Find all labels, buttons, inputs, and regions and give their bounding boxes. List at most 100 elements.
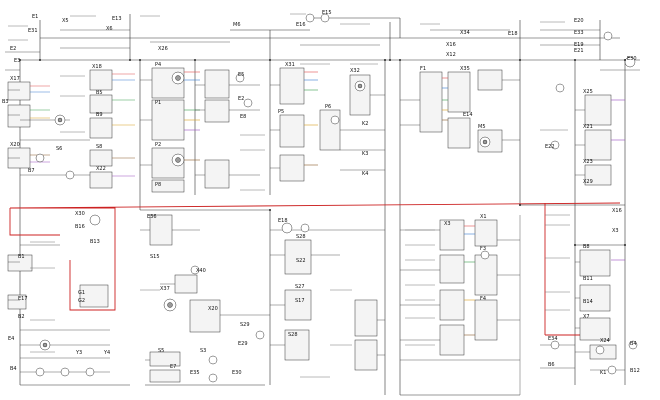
label-e14: E14 <box>463 112 473 118</box>
label-k3: K3 <box>362 151 368 157</box>
label-e22: E22 <box>545 144 555 150</box>
annotation-text <box>8 13 570 378</box>
label-p5: P5 <box>278 109 284 115</box>
labels: E1 E31 E2 E3 X5 X6 E13 X26 M6 E15 E16 X3… <box>2 10 640 376</box>
red-harness <box>9 202 621 336</box>
label-b5: B5 <box>96 90 103 96</box>
label-x18: X18 <box>92 64 102 70</box>
label-e1: E1 <box>32 14 38 20</box>
label-e2b: E2 <box>238 96 244 102</box>
label-b9: B9 <box>96 112 103 118</box>
label-s8: S8 <box>96 144 102 150</box>
label-b1: B1 <box>18 254 25 260</box>
label-e36: E36 <box>147 214 157 220</box>
label-m6: M6 <box>233 22 241 28</box>
label-p6: P6 <box>325 104 331 110</box>
label-x21: X21 <box>583 124 593 130</box>
label-e5: E5 <box>238 72 244 78</box>
label-x23: X23 <box>583 159 593 165</box>
label-x3: X3 <box>612 228 619 234</box>
label-x3b: X3 <box>444 221 451 227</box>
junction-dots <box>19 59 626 246</box>
label-x30: X30 <box>75 211 85 217</box>
wire-stubs <box>30 71 625 336</box>
label-b4: B4 <box>10 366 17 372</box>
label-e17: E17 <box>18 296 28 302</box>
label-x24: X24 <box>600 338 610 344</box>
label-e29: E29 <box>238 341 248 347</box>
label-x15: X16 <box>612 208 622 214</box>
label-e30b: E30 <box>232 370 242 376</box>
connector-blocks <box>7 67 617 383</box>
top-bus <box>20 14 640 61</box>
label-x7: X7 <box>583 314 590 320</box>
label-x5: X5 <box>62 18 69 24</box>
label-m5: M5 <box>478 124 486 130</box>
label-y4: Y4 <box>103 350 110 356</box>
label-f4: F4 <box>480 296 486 302</box>
label-e18b: E18 <box>278 218 288 224</box>
label-x32: X32 <box>350 68 360 74</box>
label-x40: X40 <box>196 268 206 274</box>
label-e20: E20 <box>574 18 584 24</box>
branch-wires <box>5 29 640 395</box>
label-x22: X22 <box>96 166 106 172</box>
label-k1: K1 <box>600 370 606 376</box>
label-p2: P2 <box>155 142 161 148</box>
label-s3: S3 <box>200 348 206 354</box>
label-e2: E2 <box>10 46 16 52</box>
label-s33: S28 <box>296 234 306 240</box>
label-b12: B12 <box>630 368 640 374</box>
label-x34: X34 <box>460 30 470 36</box>
label-y3: Y3 <box>75 350 82 356</box>
label-b16: B16 <box>75 224 85 230</box>
label-x17: X17 <box>10 76 20 82</box>
label-x1: X1 <box>480 214 487 220</box>
label-b4b: B4 <box>630 341 637 347</box>
label-b6: B6 <box>548 362 555 368</box>
label-e16: E16 <box>296 22 306 28</box>
label-f1: F1 <box>420 66 426 72</box>
label-e34: E34 <box>548 336 558 342</box>
label-s28: S28 <box>288 332 298 338</box>
label-x31: X31 <box>285 62 295 68</box>
label-e3: E3 <box>14 58 20 64</box>
label-b13: B13 <box>90 239 100 245</box>
label-e7: E7 <box>170 364 176 370</box>
label-e35: E35 <box>190 370 200 376</box>
label-x16: X16 <box>446 42 456 48</box>
label-e30: E30 <box>627 56 637 62</box>
label-e21: E21 <box>574 48 584 54</box>
label-b14: B14 <box>583 299 593 305</box>
label-b7: B7 <box>28 168 35 174</box>
label-s29: S29 <box>240 322 250 328</box>
label-e33: E33 <box>574 30 584 36</box>
label-e19: E19 <box>574 42 584 48</box>
label-b2: B2 <box>18 314 25 320</box>
label-f3: F3 <box>480 246 486 252</box>
label-e31: E31 <box>28 28 38 34</box>
label-x35: X35 <box>460 66 470 72</box>
label-s15: S15 <box>150 254 160 260</box>
label-x25: X25 <box>583 89 593 95</box>
label-p4: P4 <box>155 62 161 68</box>
label-e13: E13 <box>112 16 122 22</box>
label-x29: X29 <box>583 179 593 185</box>
label-b3: B3 <box>2 99 9 105</box>
label-e4: E4 <box>8 336 14 342</box>
label-k4: K4 <box>362 171 368 177</box>
label-e18: E18 <box>508 31 518 37</box>
label-x12: X12 <box>446 52 456 58</box>
label-x20: X20 <box>10 142 20 148</box>
label-e8: E8 <box>240 114 246 120</box>
label-s22: S22 <box>296 258 306 264</box>
label-x20b: X20 <box>208 306 218 312</box>
label-b11: B11 <box>583 276 593 282</box>
label-e15: E15 <box>322 10 332 16</box>
label-s27: S27 <box>295 284 305 290</box>
label-b8: B8 <box>583 244 590 250</box>
label-p8: P8 <box>155 182 161 188</box>
label-p1: P1 <box>155 100 161 106</box>
component-symbols <box>35 13 638 383</box>
